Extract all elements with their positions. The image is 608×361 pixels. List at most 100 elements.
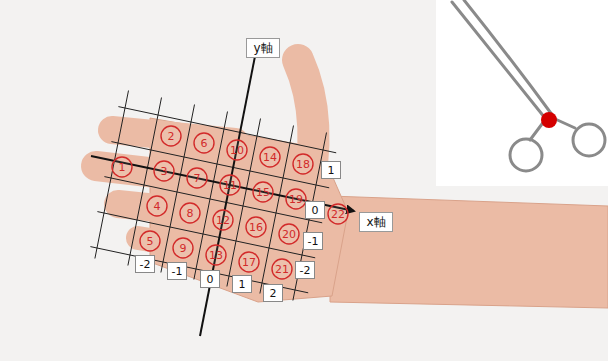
tick-label: 2 (270, 288, 277, 299)
callout-number: 10 (230, 145, 244, 156)
circle-shape (246, 217, 266, 237)
circle-shape (253, 182, 273, 202)
inset-background (436, 0, 608, 186)
circle-shape (140, 231, 160, 251)
callout-circle: 2 (160, 125, 182, 147)
axis-label-box: y軸 (246, 38, 280, 58)
callout-number: 2 (168, 131, 175, 142)
tick-label: -2 (140, 259, 151, 270)
circle-shape (293, 154, 313, 174)
tick-label-box: 1 (321, 161, 341, 179)
circle-shape (112, 157, 132, 177)
callout-circle: 21 (271, 258, 293, 280)
circle-shape (154, 161, 174, 181)
callout-circle: 9 (172, 237, 194, 259)
tick-label: -2 (300, 265, 311, 276)
circle-shape (147, 196, 167, 216)
callout-number: 7 (194, 173, 201, 184)
callout-circle: 12 (212, 209, 234, 231)
callout-number: 4 (154, 201, 161, 212)
circle-shape (206, 245, 226, 265)
circle-shape (220, 175, 240, 195)
grid-line (227, 119, 261, 287)
circle-shape (227, 140, 247, 160)
callout-number: 17 (242, 257, 256, 268)
grid-line (194, 112, 228, 280)
callout-number: 5 (147, 236, 154, 247)
tick-label: 0 (207, 274, 214, 285)
axis-label-box: x軸 (359, 212, 393, 232)
callout-circle: 20 (278, 223, 300, 245)
callout-number: 13 (209, 250, 223, 261)
index-finger (112, 130, 235, 142)
tick-label: 1 (239, 279, 246, 290)
circle-shape (161, 126, 181, 146)
forceps-ring (573, 124, 605, 156)
circle-shape (328, 204, 348, 224)
callout-number: 21 (275, 264, 289, 275)
circle-shape (239, 252, 259, 272)
tick-label-box: 0 (200, 270, 220, 288)
axis-label: y軸 (253, 42, 272, 54)
callout-circle: 10 (226, 139, 248, 161)
callout-circle: 17 (238, 251, 260, 273)
tick-label: -1 (172, 266, 183, 277)
callout-number: 11 (223, 180, 237, 191)
grid-line (128, 98, 162, 266)
callout-circle: 15 (252, 181, 274, 203)
callout-circle: 22 (327, 203, 349, 225)
tick-label-box: -1 (167, 262, 187, 280)
callout-circle: 11 (219, 174, 241, 196)
circle-shape (187, 168, 207, 188)
forceps-jaw (464, 0, 553, 116)
callout-number: 22 (331, 209, 345, 220)
callout-circle: 1 (111, 156, 133, 178)
tick-label-box: 0 (305, 201, 325, 219)
callout-number: 16 (249, 222, 263, 233)
tick-label-box: -2 (295, 261, 315, 279)
callout-number: 9 (180, 243, 187, 254)
tick-label-box: 1 (232, 275, 252, 293)
callout-circle: 4 (146, 195, 168, 217)
callout-number: 15 (256, 187, 270, 198)
callout-circle: 16 (245, 216, 267, 238)
tick-label-box: -2 (135, 255, 155, 273)
callout-circle: 13 (205, 244, 227, 266)
tick-label: -1 (308, 236, 319, 247)
grid-line (293, 133, 327, 301)
callout-circle: 5 (139, 230, 161, 252)
circle-shape (194, 133, 214, 153)
callout-number: 14 (263, 152, 277, 163)
callout-number: 18 (296, 159, 310, 170)
circle-shape (286, 189, 306, 209)
circle-shape (180, 203, 200, 223)
callout-number: 6 (201, 138, 208, 149)
circle-shape (272, 259, 292, 279)
y-axis (200, 46, 257, 336)
hinge-dot (541, 112, 557, 128)
callout-number: 20 (282, 229, 296, 240)
axis-label: x軸 (366, 216, 385, 228)
tick-label-box: 2 (263, 284, 283, 302)
forceps-ring (510, 139, 542, 171)
callout-circle: 3 (153, 160, 175, 182)
callout-number: 1 (119, 162, 126, 173)
forceps-jaw (452, 2, 545, 118)
forceps (452, 0, 605, 171)
callout-circle: 7 (186, 167, 208, 189)
callout-circle: 14 (259, 146, 281, 168)
callout-number: 8 (187, 208, 194, 219)
tick-label: 0 (312, 205, 319, 216)
callout-number: 3 (161, 166, 168, 177)
callout-circle: 8 (179, 202, 201, 224)
grid-line (260, 126, 294, 294)
circle-shape (260, 147, 280, 167)
callout-circle: 6 (193, 132, 215, 154)
circle-shape (173, 238, 193, 258)
callout-circle: 18 (292, 153, 314, 175)
forearm (330, 196, 608, 308)
grid-line (161, 105, 195, 273)
